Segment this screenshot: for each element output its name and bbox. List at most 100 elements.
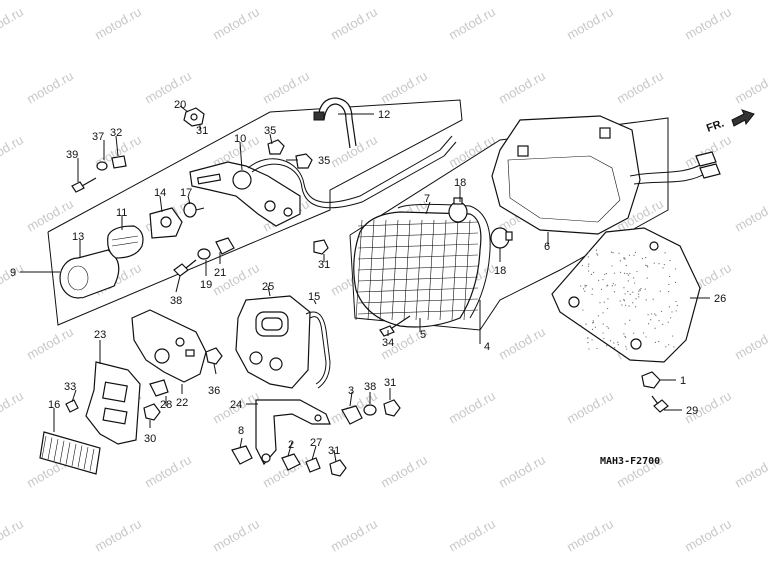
label-33: 33 [64,381,76,393]
watermark-text: motod.ru [496,68,548,107]
watermark-text: motod.ru [0,4,26,43]
label-15: 15 [308,291,320,303]
watermark-text: motod.ru [732,452,768,491]
label-7: 7 [424,193,430,205]
label-27: 27 [310,437,322,449]
part-1-nut [641,371,661,389]
watermark-text: motod.ru [614,68,666,107]
label-20: 20 [174,99,186,111]
label-30: 30 [144,433,156,445]
part-18-bulb-a [448,197,468,223]
label-6: 6 [544,241,550,253]
watermark-text: motod.ru [210,4,262,43]
label-18a: 18 [454,177,466,189]
watermark-text: motod.ru [260,68,312,107]
label-11: 11 [116,207,127,219]
wire-harness [247,149,441,203]
part-5-lens [353,211,482,328]
label-35a: 35 [264,125,276,137]
watermark-text: motod.ru [446,132,498,171]
watermark-text: motod.ru [210,516,262,555]
part-8-grommet [231,445,253,465]
part-26-base [551,227,701,363]
part-38-bolt [173,259,197,277]
watermark-text: motod.ru [378,68,430,107]
watermark-text: motod.ru [378,452,430,491]
part-30-nut [143,403,161,421]
front-direction-indicator [731,109,755,127]
watermark-text: motod.ru [24,324,76,363]
part-29-bolt [651,395,669,413]
left-assembly-frame [47,99,463,326]
label-32: 32 [110,127,122,139]
part-19-collar [197,248,211,260]
watermark-text: motod.ru [682,4,734,43]
watermark-text: motod.ru [328,4,380,43]
label-35b: 35 [318,155,330,167]
part-31b-nut [383,399,401,417]
part-3-grommet [341,405,363,425]
watermark-text: motod.ru [446,4,498,43]
part-31c-nut [329,459,347,477]
part-33-bolt [65,399,79,413]
label-16: 16 [48,399,60,411]
label-38a: 38 [170,295,182,307]
watermark-text: motod.ru [0,516,26,555]
part-7-gasket [397,203,491,319]
label-26: 26 [714,293,726,305]
part-37-washer [96,161,108,171]
watermark-text: motod.ru [92,4,144,43]
watermark-text: motod.ru [0,388,26,427]
label-31c: 31 [384,377,396,389]
part-38b-washer [363,404,377,416]
label-8: 8 [238,425,244,437]
part-22-plate [131,309,207,383]
label-36: 36 [208,385,220,397]
part-12-loop [317,97,357,149]
part-35b-nut [295,153,313,169]
watermark-text: motod.ru [732,324,768,363]
label-38b: 38 [364,381,376,393]
part-6-housing [491,115,641,235]
part-31a-nut [313,239,329,255]
part-2-grommet [281,453,301,471]
label-2: 2 [288,439,294,451]
watermark-text: motod.ru [564,4,616,43]
label-31d: 31 [328,445,340,457]
part-36-nut [205,347,223,365]
label-4: 4 [484,341,490,353]
part-16-reflector [39,431,101,475]
diagram-code: MAH3-F2700 [600,456,660,467]
watermark-text: motod.ru [24,196,76,235]
label-9: 9 [10,267,16,279]
part-14-plate [149,207,183,239]
watermark-text: motod.ru [446,516,498,555]
watermark-text: motod.ru [496,324,548,363]
leader-lines [20,105,710,463]
watermark-text: motod.ru [682,516,734,555]
watermark-text: motod.ru [24,68,76,107]
label-21: 21 [214,267,226,279]
part-21-grommet [215,237,235,255]
label-31a: 31 [196,125,208,137]
watermark-text: motod.ru [732,196,768,235]
part-25-housing [235,295,311,389]
label-13: 13 [72,231,84,243]
label-17: 17 [180,187,192,199]
watermark-text: motod.ru [142,452,194,491]
label-5: 5 [420,329,426,341]
label-3: 3 [348,385,354,397]
label-24: 24 [230,399,242,411]
label-10: 10 [234,133,246,145]
watermark-text: motod.ru [682,132,734,171]
front-arrow-icon [731,109,755,127]
label-19: 19 [200,279,212,291]
label-25: 25 [262,281,274,293]
part-17-bulb [183,202,205,218]
watermark-text: motod.ru [496,452,548,491]
label-34: 34 [382,337,394,349]
watermark-text: motod.ru [328,516,380,555]
watermark-text: motod.ru [92,516,144,555]
